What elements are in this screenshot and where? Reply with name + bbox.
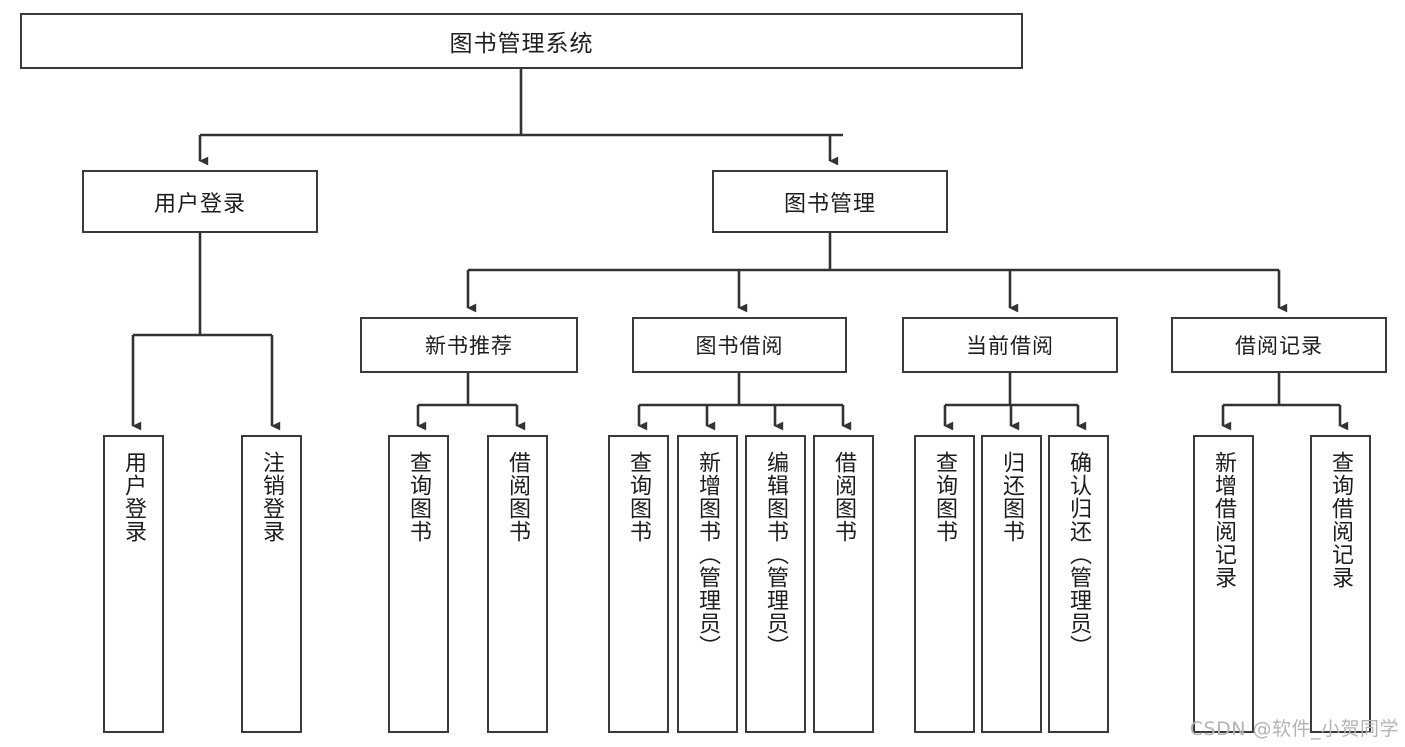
leaf-edit-book-admin[interactable]: 编辑图书（管理员） bbox=[745, 435, 806, 733]
node-label: 当前借阅 bbox=[966, 334, 1054, 358]
leaf-return-book[interactable]: 归还图书 bbox=[981, 435, 1042, 733]
node-label: 查询图书 bbox=[626, 451, 652, 543]
node-root-book-management-system[interactable]: 图书管理系统 bbox=[20, 13, 1023, 69]
leaf-query-borrow-record[interactable]: 查询借阅记录 bbox=[1310, 435, 1371, 733]
leaf-query-book-new-recommendation[interactable]: 查询图书 bbox=[388, 435, 449, 733]
node-label: 用户登录 bbox=[153, 191, 246, 217]
leaf-query-book-borrow[interactable]: 查询图书 bbox=[608, 435, 669, 733]
node-label: 图书管理 bbox=[783, 191, 876, 217]
node-label: 查询图书 bbox=[932, 451, 958, 543]
node-label: 图书借阅 bbox=[695, 334, 784, 358]
node-current-borrow[interactable]: 当前借阅 bbox=[902, 317, 1118, 373]
node-user-login[interactable]: 用户登录 bbox=[82, 170, 318, 233]
node-new-book-recommendation[interactable]: 新书推荐 bbox=[360, 317, 578, 373]
node-label: 用户登录 bbox=[121, 451, 147, 543]
node-label: 查询图书 bbox=[406, 451, 432, 543]
node-book-borrow[interactable]: 图书借阅 bbox=[632, 317, 847, 373]
node-label: 确认归还（管理员） bbox=[1066, 451, 1092, 658]
node-label: 新增借阅记录 bbox=[1211, 451, 1237, 589]
node-label: 图书管理系统 bbox=[449, 31, 594, 57]
node-label: 借阅图书 bbox=[505, 451, 531, 543]
leaf-add-book-admin[interactable]: 新增图书（管理员） bbox=[677, 435, 738, 733]
node-label: 新书推荐 bbox=[425, 334, 513, 358]
leaf-logout-login[interactable]: 注销登录 bbox=[241, 435, 302, 733]
node-label: 注销登录 bbox=[259, 451, 285, 543]
node-label: 借阅记录 bbox=[1235, 334, 1323, 358]
node-book-management[interactable]: 图书管理 bbox=[712, 170, 948, 233]
leaf-borrow-book[interactable]: 借阅图书 bbox=[813, 435, 874, 733]
leaf-confirm-return-admin[interactable]: 确认归还（管理员） bbox=[1048, 435, 1109, 733]
csdn-watermark: CSDN @软件_小贺同学 bbox=[1189, 718, 1399, 740]
node-label: 新增图书（管理员） bbox=[695, 451, 721, 658]
node-borrow-record[interactable]: 借阅记录 bbox=[1171, 317, 1387, 373]
leaf-user-login[interactable]: 用户登录 bbox=[103, 435, 164, 733]
node-label: 编辑图书（管理员） bbox=[763, 451, 789, 658]
node-label: 归还图书 bbox=[999, 451, 1025, 543]
node-label: 借阅图书 bbox=[831, 451, 857, 543]
node-label: 查询借阅记录 bbox=[1328, 451, 1354, 589]
leaf-query-book-current-borrow[interactable]: 查询图书 bbox=[914, 435, 975, 733]
leaf-borrow-book-new-recommendation[interactable]: 借阅图书 bbox=[487, 435, 548, 733]
leaf-add-borrow-record[interactable]: 新增借阅记录 bbox=[1193, 435, 1254, 733]
